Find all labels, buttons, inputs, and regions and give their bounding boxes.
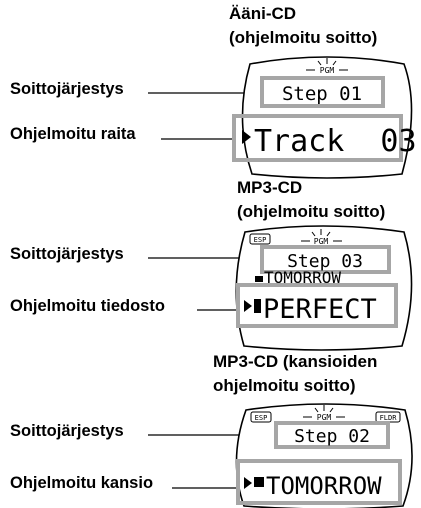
folder-icon [254, 477, 264, 487]
section1-item-text: Track 03 [254, 124, 417, 159]
section3-step-text: Step 02 [294, 426, 370, 447]
play-icon [242, 130, 251, 144]
section2-folder-text: TOMORROW [264, 268, 341, 287]
section3-item-label: Ohjelmoitu kansio [10, 474, 154, 492]
section2-pgm-text: PGM [314, 237, 329, 246]
section2-order-label: Soittojärjestys [10, 245, 124, 263]
section3-pgm-indicator: PGM [303, 405, 345, 422]
section3-fldr-text: FLDR [380, 414, 398, 422]
file-icon [254, 299, 261, 313]
section2-title-line1: MP3-CD [237, 178, 303, 197]
section1-pgm-text: PGM [320, 66, 335, 75]
section2-title-line2: (ohjelmoitu soitto) [237, 202, 386, 221]
section2-pgm-indicator: PGM [301, 229, 342, 246]
folder-icon [255, 276, 263, 282]
section3-title-line1: MP3-CD (kansioiden [213, 352, 378, 371]
section1-title-line1: Ääni-CD [229, 4, 297, 23]
play-icon [244, 300, 252, 312]
section1-item-highlight [232, 114, 403, 162]
section3-esp-text: ESP [255, 414, 268, 422]
section2-item-highlight [236, 283, 398, 328]
section2-esp-badge [249, 233, 271, 245]
section2-step-highlight [260, 245, 391, 274]
section3-order-label: Soittojärjestys [10, 422, 124, 440]
section1-title-line2: (ohjelmoitu soitto) [229, 28, 378, 47]
section1-pgm-indicator: PGM [306, 58, 348, 75]
section3-step-highlight [274, 421, 390, 449]
play-icon [244, 477, 252, 489]
section3-pgm-text: PGM [317, 413, 332, 422]
section2-item-label: Ohjelmoitu tiedosto [10, 297, 165, 315]
section1-step-highlight [260, 76, 385, 108]
section3-item-text: TOMORROW [266, 472, 382, 500]
section2-item-text: PERFECT [263, 294, 377, 325]
section3-esp-badge [250, 411, 272, 423]
section3-title-line2: ohjelmoitu soitto) [213, 376, 356, 395]
section1-item-label: Ohjelmoitu raita [10, 125, 136, 143]
section2-esp-text: ESP [254, 236, 267, 244]
section1-order-label: Soittojärjestys [10, 80, 124, 98]
section1-step-text: Step 01 [282, 83, 362, 105]
section2-step-text: Step 03 [287, 251, 363, 272]
section3-item-highlight [236, 459, 402, 505]
